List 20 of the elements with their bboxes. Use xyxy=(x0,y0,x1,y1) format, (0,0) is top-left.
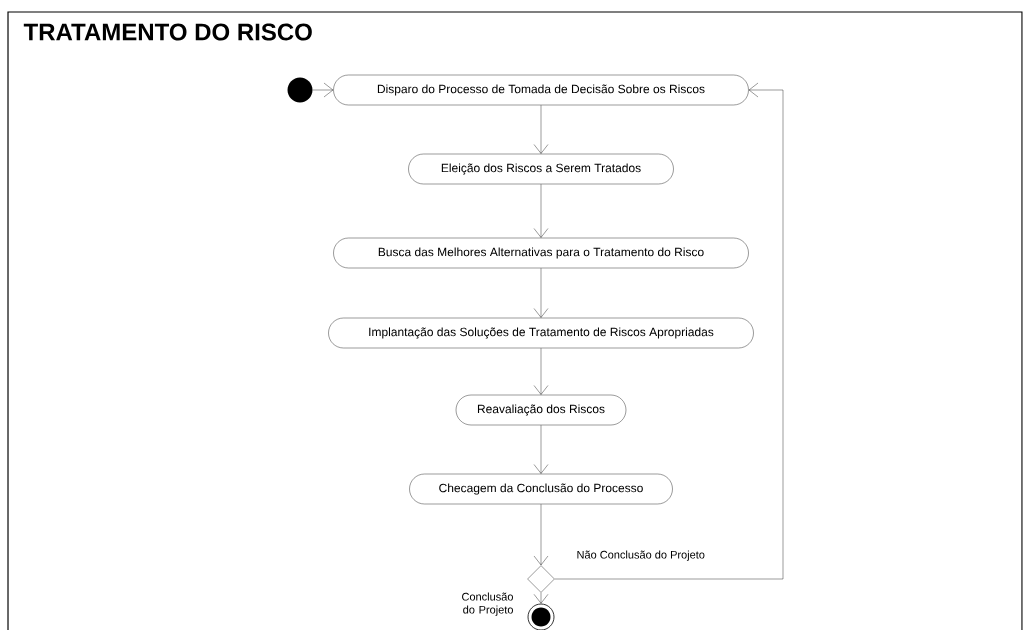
arrow xyxy=(533,504,549,566)
activity-box: Eleição dos Riscos a Serem Tratados xyxy=(408,153,674,185)
title: TRATAMENTO DO RISCO xyxy=(23,23,312,41)
arrow xyxy=(533,268,549,318)
edge-label: Não Conclusão do Projeto xyxy=(577,550,705,561)
arrow xyxy=(533,184,549,238)
activity-box: Busca das Melhores Alternativas para o Tratamento do Risco xyxy=(333,237,749,269)
activity-box: Disparo do Processo de Tomada de Decisão Sobre os Riscos xyxy=(333,74,749,106)
activity-box: Checagem da Conclusão do Processo xyxy=(409,473,673,505)
arrow xyxy=(533,348,549,395)
end-node xyxy=(527,603,555,630)
edge-label: Conclusão do Projeto xyxy=(462,592,513,616)
arrow xyxy=(554,82,784,580)
arrow xyxy=(312,82,334,98)
start-node xyxy=(287,77,313,103)
arrow xyxy=(533,425,549,474)
activity-box: Implantação das Soluções de Tratamento de Riscos Apropriadas xyxy=(328,317,754,349)
arrow xyxy=(533,105,549,154)
decision-diamond xyxy=(527,565,555,593)
activity-box: Reavaliação dos Riscos xyxy=(455,394,627,426)
